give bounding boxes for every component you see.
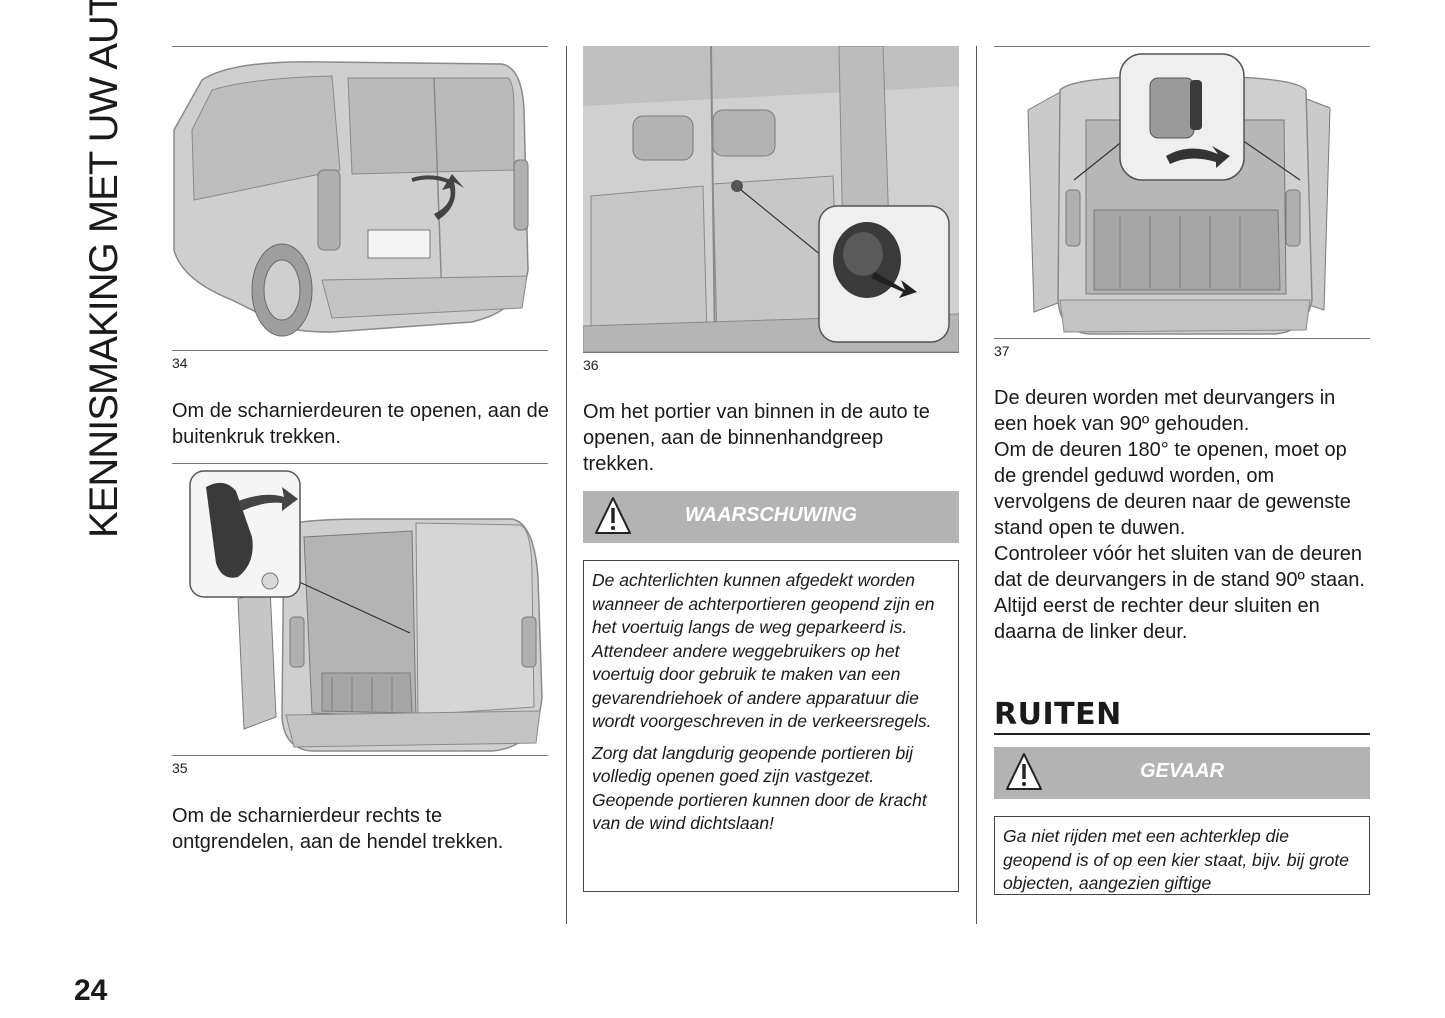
figure-number-35: 35 <box>172 760 188 776</box>
column1-paragraph2-text: Om de scharnierdeur rechts te ontgrendel… <box>172 805 504 853</box>
chapter-title: KENNISMAKING MET UW AUTO <box>82 0 126 538</box>
column-divider-2 <box>976 46 977 924</box>
figure-number-37: 37 <box>994 343 1010 359</box>
column2-paragraph1: Om het portier van binnen in de auto te … <box>583 399 959 477</box>
column1-paragraph1: Om de scharnierdeuren te openen, aan de … <box>172 398 552 450</box>
fig34-bottom-rule <box>172 350 548 351</box>
page-number: 24 <box>74 974 108 1007</box>
fig35-van-rear-open-doors <box>172 467 548 755</box>
warning-box: De achterlichten kunnen afgedekt worden … <box>583 560 959 892</box>
warning-banner: WAARSCHUWING <box>583 491 959 543</box>
fig37-bottom-rule <box>994 338 1370 339</box>
fig35-top-rule <box>172 463 548 464</box>
warning-label: WAARSCHUWING <box>684 504 858 526</box>
danger-banner: GEVAAR <box>994 747 1370 799</box>
column2-paragraph1-text: Om het portier van binnen in de auto te … <box>583 401 930 475</box>
danger-label: GEVAAR <box>1139 760 1225 782</box>
column1-paragraph1-text: Om de scharnierdeuren te openen, aan de … <box>172 400 549 448</box>
warning-triangle-icon <box>595 497 631 534</box>
fig37-top-rule <box>994 46 1370 47</box>
warning-text-3: Zorg dat langdurig geopende portieren bi… <box>592 742 927 834</box>
column3-text: De deuren worden met deurvangers in een … <box>994 385 1370 645</box>
column-divider-1 <box>566 46 567 924</box>
danger-triangle-icon <box>1006 753 1042 790</box>
figure-number-34: 34 <box>172 355 188 371</box>
fig37-door-catch <box>994 50 1370 336</box>
column3-paragraph1: De deuren worden met deurvangers in een … <box>994 387 1336 435</box>
warning-text-2: Attendeer andere weggebruikers op het vo… <box>592 640 932 732</box>
danger-box: Ga niet rijden met een achterklep die ge… <box>994 816 1370 895</box>
fig34-top-rule <box>172 46 548 47</box>
fig34-van-rear-exterior <box>172 50 548 348</box>
section-heading-ruiten: RUITEN <box>994 697 1122 732</box>
danger-text: Ga niet rijden met een achterklep die ge… <box>1003 826 1350 893</box>
fig36-interior-door-handle <box>583 46 959 352</box>
fig35-bottom-rule <box>172 755 548 756</box>
column3-paragraph4: Altijd eerst de rechter deur sluiten en … <box>994 595 1320 643</box>
column3-paragraph2: Om de deuren 180° te openen, moet op de … <box>994 439 1351 539</box>
figure-number-36: 36 <box>583 357 599 373</box>
fig36-bottom-rule <box>583 352 959 353</box>
column3-paragraph3: Controleer vóór het sluiten van de deure… <box>994 543 1365 591</box>
column1-paragraph2: Om de scharnierdeur rechts te ontgrendel… <box>172 803 552 855</box>
section-heading-rule <box>994 733 1370 735</box>
warning-text-1: De achterlichten kunnen afgedekt worden … <box>592 570 935 637</box>
